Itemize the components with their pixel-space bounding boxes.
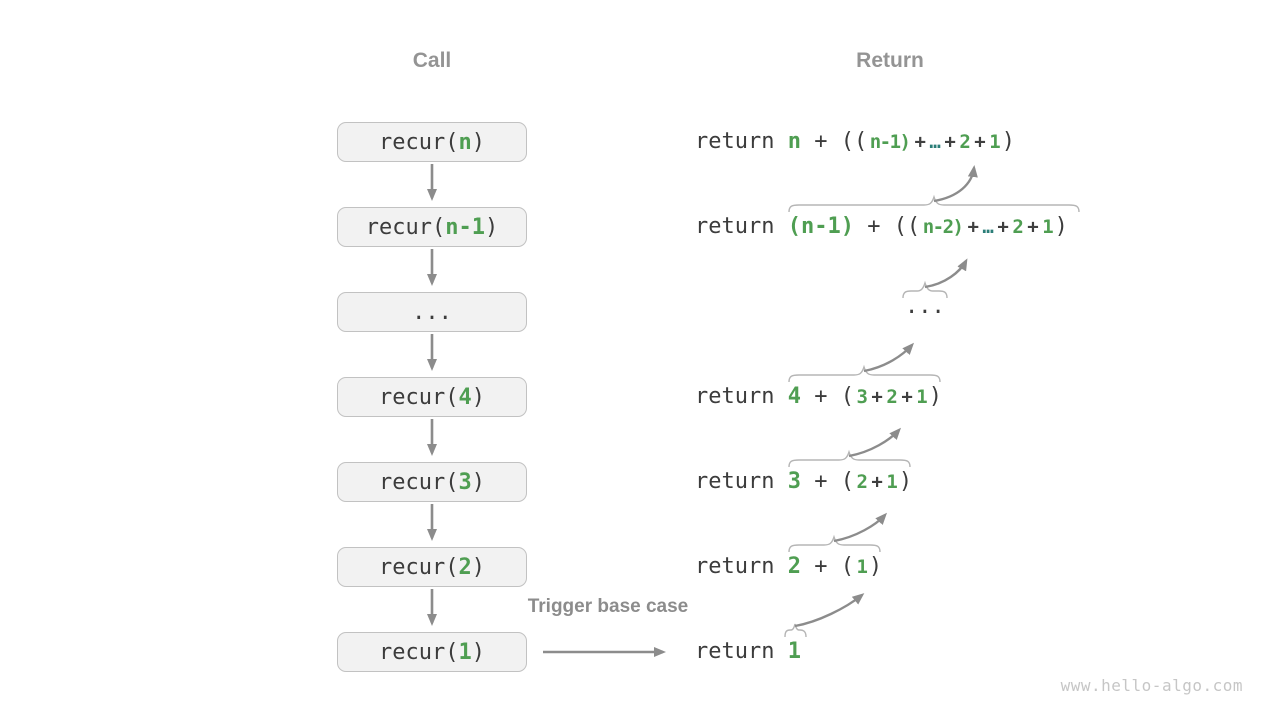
return-token: 2	[886, 386, 897, 408]
pass-up-arrow-n-1-icon	[933, 165, 978, 203]
return-token: +	[944, 131, 955, 153]
brace-return-2-icon	[788, 534, 881, 553]
call-close: )	[484, 214, 499, 240]
call-column-header: Call	[412, 49, 452, 72]
return-token: )	[898, 469, 913, 494]
return-token: return	[695, 554, 788, 579]
trigger-base-case-label: Trigger base case	[527, 596, 689, 617]
call-box-ellipsis: ...	[337, 292, 527, 332]
call-box-recur-4: recur(4)	[337, 377, 527, 417]
return-token: n	[787, 129, 801, 154]
call-close: )	[471, 469, 485, 495]
brace-return-n-1-icon	[788, 194, 1080, 213]
return-token: return	[695, 214, 788, 239]
return-token: + (	[800, 469, 854, 494]
pass-up-arrow-3-icon	[848, 427, 902, 458]
call-text: recur(	[379, 469, 459, 495]
call-text: recur(	[379, 384, 459, 410]
return-token: +	[871, 386, 882, 408]
call-arg: 2	[458, 554, 472, 580]
pass-up-arrow-2-icon	[833, 512, 888, 543]
return-token: (n-1)	[787, 214, 854, 239]
return-token: return	[695, 639, 788, 664]
return-token: 2	[1012, 216, 1023, 238]
return-token: return	[695, 469, 788, 494]
call-text: recur(	[379, 639, 459, 665]
return-token: +	[1027, 216, 1038, 238]
call-arg: n	[458, 129, 472, 155]
return-token: n-2)	[922, 216, 964, 238]
return-token: +	[967, 216, 978, 238]
call-text: recur(	[365, 214, 446, 240]
return-line-2: return 2 + (1)	[695, 552, 882, 582]
return-line-ellipsis: ...	[905, 292, 945, 322]
brace-return-1-icon	[784, 623, 807, 638]
return-token: ...	[905, 294, 945, 319]
call-arg: n-1	[445, 214, 485, 240]
return-token: )	[1054, 214, 1068, 239]
return-token: …	[929, 131, 940, 153]
return-token: +	[871, 471, 882, 493]
return-token: 2	[856, 471, 867, 493]
return-line-3: return 3 + (2+1)	[695, 467, 912, 497]
return-line-4: return 4 + (3+2+1)	[695, 382, 942, 412]
call-close: )	[471, 639, 485, 665]
return-token: )	[868, 554, 883, 579]
return-token: n-1)	[869, 131, 911, 153]
call-box-recur-n-1: recur(n-1)	[337, 207, 527, 247]
return-line-n: return n + ((n-1)+…+2+1)	[695, 127, 1015, 157]
call-text: ...	[412, 299, 452, 325]
return-token: )	[928, 384, 942, 409]
call-arg: 1	[458, 639, 472, 665]
call-text: recur(	[379, 554, 459, 580]
return-token: 2	[787, 554, 801, 579]
call-text: recur(	[379, 129, 459, 155]
return-token: 1	[856, 556, 867, 578]
return-token: 2	[959, 131, 970, 153]
call-arg: 4	[458, 384, 472, 410]
return-token: 1	[787, 639, 801, 664]
call-arg: 3	[458, 469, 472, 495]
return-token: +	[997, 216, 1008, 238]
return-token: 3	[856, 386, 867, 408]
return-line-n-1: return (n-1) + ((n-2)+…+2+1)	[695, 212, 1068, 242]
pass-up-arrow-1-icon	[794, 593, 865, 628]
call-box-recur-2: recur(2)	[337, 547, 527, 587]
return-token: +	[901, 386, 912, 408]
return-token: + ((	[853, 214, 921, 239]
return-token: 4	[787, 384, 801, 409]
return-column-header: Return	[856, 49, 924, 72]
watermark: www.hello-algo.com	[1060, 676, 1243, 695]
call-box-recur-3: recur(3)	[337, 462, 527, 502]
brace-return-4-icon	[788, 364, 941, 383]
return-token: 1	[1042, 216, 1053, 238]
return-token: )	[1001, 129, 1015, 154]
return-token: …	[982, 216, 993, 238]
pass-up-arrow-ellipsis-icon	[924, 258, 968, 289]
call-close: )	[471, 554, 485, 580]
call-box-recur-n: recur(n)	[337, 122, 527, 162]
return-token: return	[695, 384, 788, 409]
call-close: )	[471, 384, 485, 410]
return-token: +	[914, 131, 925, 153]
call-close: )	[471, 129, 485, 155]
call-box-recur-1: recur(1)	[337, 632, 527, 672]
return-token: +	[974, 131, 985, 153]
return-token: + ((	[800, 129, 868, 154]
return-line-1: return 1	[695, 637, 801, 667]
return-token: 3	[787, 469, 801, 494]
brace-return-3-icon	[788, 449, 911, 468]
pass-up-arrow-4-icon	[863, 342, 915, 373]
return-token: 1	[916, 386, 927, 408]
return-token: 1	[989, 131, 1000, 153]
return-token: return	[695, 129, 788, 154]
return-token: + (	[800, 384, 854, 409]
return-token: 1	[886, 471, 897, 493]
return-token: + (	[800, 554, 854, 579]
